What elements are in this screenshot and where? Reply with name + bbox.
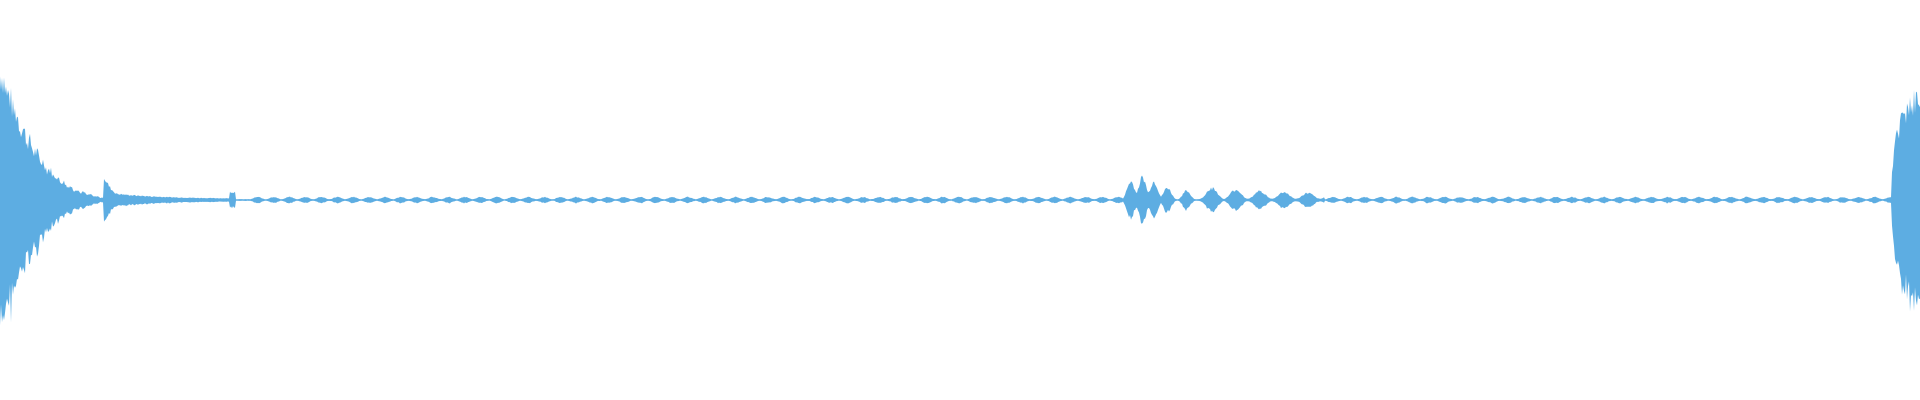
waveform-shape — [0, 76, 1920, 326]
